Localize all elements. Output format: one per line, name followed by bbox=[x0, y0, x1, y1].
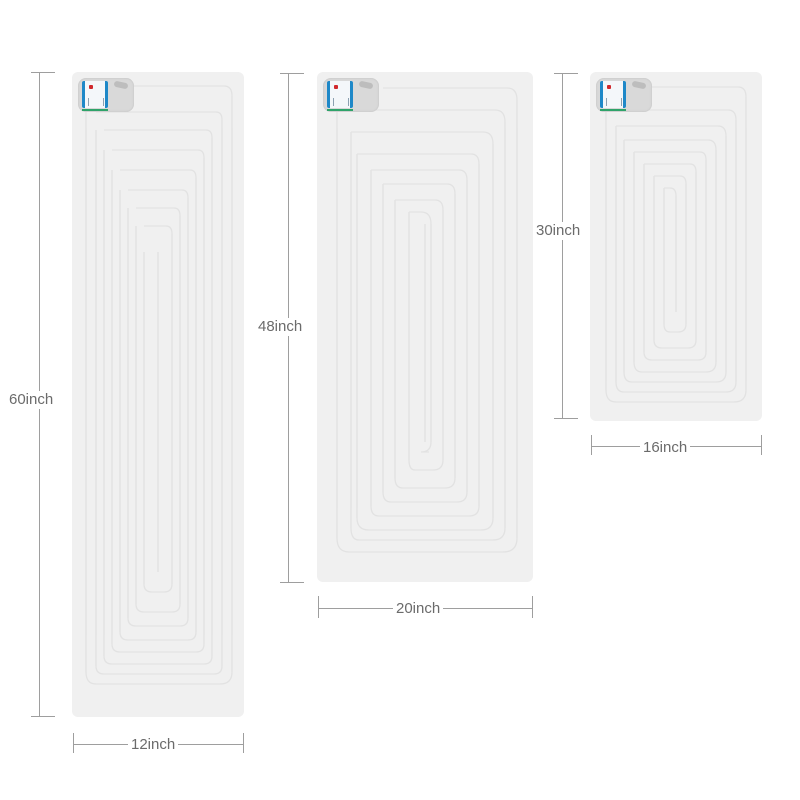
controller-module bbox=[596, 78, 652, 112]
heating-coil-pattern bbox=[85, 85, 233, 685]
circuit-board bbox=[327, 81, 353, 108]
controller-module bbox=[323, 78, 379, 112]
cable-connector-icon bbox=[358, 80, 374, 90]
height-label-small: 30inch bbox=[533, 222, 584, 240]
cable-connector-icon bbox=[631, 80, 647, 90]
led-indicator-icon bbox=[334, 85, 338, 89]
height-label-large: 60inch bbox=[6, 391, 57, 409]
heating-mat-medium bbox=[317, 72, 533, 582]
height-label-medium: 48inch bbox=[255, 318, 306, 336]
cable-connector-icon bbox=[113, 80, 129, 90]
led-indicator-icon bbox=[89, 85, 93, 89]
height-dimension-line-small bbox=[562, 73, 563, 418]
circuit-board bbox=[600, 81, 626, 108]
heating-mat-small bbox=[590, 72, 762, 421]
led-indicator-icon bbox=[607, 85, 611, 89]
heating-mat-large bbox=[72, 72, 244, 717]
width-label-large: 12inch bbox=[128, 736, 179, 754]
width-label-medium: 20inch bbox=[393, 600, 444, 618]
heating-coil-pattern bbox=[605, 86, 747, 403]
heating-coil-pattern bbox=[336, 87, 518, 553]
circuit-board bbox=[82, 81, 108, 108]
width-label-small: 16inch bbox=[640, 439, 691, 457]
controller-module bbox=[78, 78, 134, 112]
